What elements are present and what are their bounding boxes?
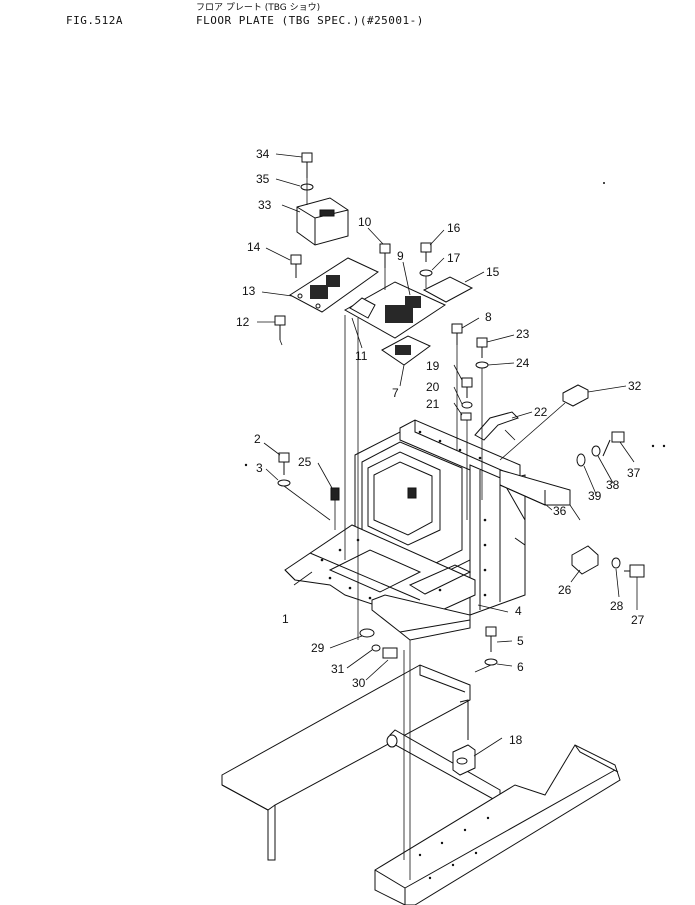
callout-19: 19 bbox=[426, 359, 440, 373]
callout-14: 14 bbox=[247, 240, 261, 254]
track-frame bbox=[221, 664, 621, 905]
callout-1: 1 bbox=[282, 612, 289, 626]
callout-23: 23 bbox=[516, 327, 530, 341]
callout-8: 8 bbox=[485, 310, 492, 324]
callout-13: 13 bbox=[242, 284, 256, 298]
callout-9: 9 bbox=[397, 249, 404, 263]
callout-18: 18 bbox=[509, 733, 523, 747]
callout-2: 2 bbox=[254, 432, 261, 446]
callout-32: 32 bbox=[628, 379, 642, 393]
upper-floor-plates bbox=[289, 197, 474, 366]
callout-4: 4 bbox=[515, 604, 522, 618]
callout-17: 17 bbox=[447, 251, 461, 265]
callout-labels: 1 2 3 4 5 6 7 8 9 10 11 12 13 14 15 16 1… bbox=[236, 147, 645, 747]
callout-31: 31 bbox=[331, 662, 345, 676]
callout-27: 27 bbox=[631, 613, 645, 627]
callout-11: 11 bbox=[355, 349, 368, 363]
header-japanese-title: フロア プレート (TBG ショウ) bbox=[196, 3, 321, 13]
callout-34: 34 bbox=[256, 147, 270, 161]
leader-lines bbox=[257, 153, 638, 757]
callout-22: 22 bbox=[534, 405, 548, 419]
callout-39: 39 bbox=[588, 489, 602, 503]
specks bbox=[244, 182, 666, 467]
callout-21: 21 bbox=[426, 397, 440, 411]
callout-29: 29 bbox=[311, 641, 325, 655]
figure-number: FIG.512A bbox=[66, 14, 123, 27]
figure-title: FLOOR PLATE (TBG SPEC.)(#25001-) bbox=[196, 14, 424, 27]
callout-16: 16 bbox=[447, 221, 461, 235]
callout-15: 15 bbox=[486, 265, 500, 279]
callout-36: 36 bbox=[553, 504, 567, 518]
callout-33: 33 bbox=[258, 198, 272, 212]
callout-37: 37 bbox=[627, 466, 641, 480]
callout-25: 25 bbox=[298, 455, 312, 469]
callout-20: 20 bbox=[426, 380, 440, 394]
callout-7: 7 bbox=[392, 386, 399, 400]
callout-28: 28 bbox=[610, 599, 624, 613]
callout-24: 24 bbox=[516, 356, 530, 370]
callout-5: 5 bbox=[517, 634, 524, 648]
callout-3: 3 bbox=[256, 461, 263, 475]
center-lines bbox=[279, 178, 581, 880]
callout-12: 12 bbox=[236, 315, 250, 329]
callout-38: 38 bbox=[606, 478, 620, 492]
callout-26: 26 bbox=[558, 583, 572, 597]
callout-30: 30 bbox=[352, 676, 366, 690]
cab-frame bbox=[284, 419, 571, 641]
callout-10: 10 bbox=[358, 215, 372, 229]
callout-6: 6 bbox=[517, 660, 524, 674]
callout-35: 35 bbox=[256, 172, 270, 186]
hardware bbox=[274, 152, 645, 666]
